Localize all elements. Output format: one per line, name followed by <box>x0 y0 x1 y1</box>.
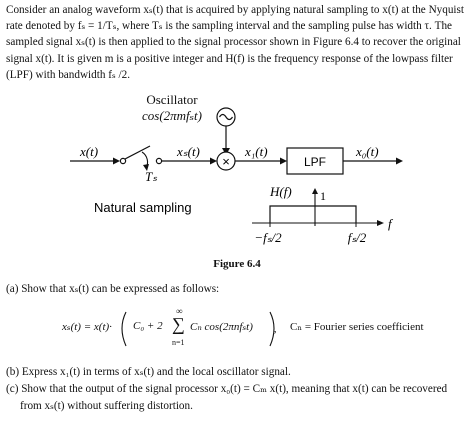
sum-symbol: ∑ <box>172 314 185 334</box>
sampled-signal-label: xₛ(t) <box>176 144 200 159</box>
sampling-period-label: Tₛ <box>145 169 157 184</box>
problem-line-3: sampled signal xₛ(t) is then applied to … <box>6 36 461 49</box>
equation-c0: C₀ + 2 <box>133 320 163 332</box>
natural-sampling-label: Natural sampling <box>94 200 192 215</box>
question-c-line-2: from xₛ(t) without suffering distortion. <box>20 400 193 412</box>
input-signal-label: x(t) <box>79 144 98 159</box>
figure-caption: Figure 6.4 <box>213 258 261 270</box>
problem-statement: Consider an analog waveform xₛ(t) that i… <box>6 2 468 83</box>
f-axis-label: f <box>388 216 394 231</box>
lpf-label: LPF <box>304 155 326 169</box>
question-a: (a) Show that xₛ(t) can be expressed as … <box>6 283 220 295</box>
pos-bandwidth-label: fₛ/2 <box>348 230 367 245</box>
fourier-coefficient-note: Cₙ = Fourier series coefficient <box>290 321 424 333</box>
sampling-switch-icon <box>119 145 163 171</box>
output-signal-label: x₀(t) <box>355 144 379 159</box>
problem-line-4: signal x(t). It is given m is a positive… <box>6 52 453 65</box>
problem-line-5: (LPF) with bandwidth fₛ /2. <box>6 68 131 81</box>
problem-line-1: Consider an analog waveform xₛ(t) that i… <box>6 4 464 16</box>
gain-label: 1 <box>320 189 326 203</box>
x1-signal-label: x₁(t) <box>244 144 268 159</box>
sum-upper-limit: ∞ <box>176 306 183 316</box>
neg-bandwidth-label: −fₛ/2 <box>254 230 282 245</box>
question-b: (b) Express x₁(t) in terms of xₛ(t) and … <box>6 366 291 378</box>
problem-line-2: rate denoted by fₛ = 1/Tₛ, where Tₛ is t… <box>6 20 452 33</box>
question-c-line-1: (c) Show that the output of the signal p… <box>6 383 448 395</box>
equation-term: Cₙ cos(2πnfₛt) <box>190 321 253 333</box>
hf-label: H(f) <box>269 184 292 199</box>
svg-text:×: × <box>222 154 230 169</box>
lpf-response-curve <box>269 205 357 223</box>
sum-lower-limit: n=1 <box>172 338 185 347</box>
oscillator-label: Oscillator <box>146 92 198 107</box>
oscillator-expression: cos(2πmfₛt) <box>142 108 202 123</box>
equation-lhs: xₛ(t) = x(t)· <box>62 321 112 333</box>
